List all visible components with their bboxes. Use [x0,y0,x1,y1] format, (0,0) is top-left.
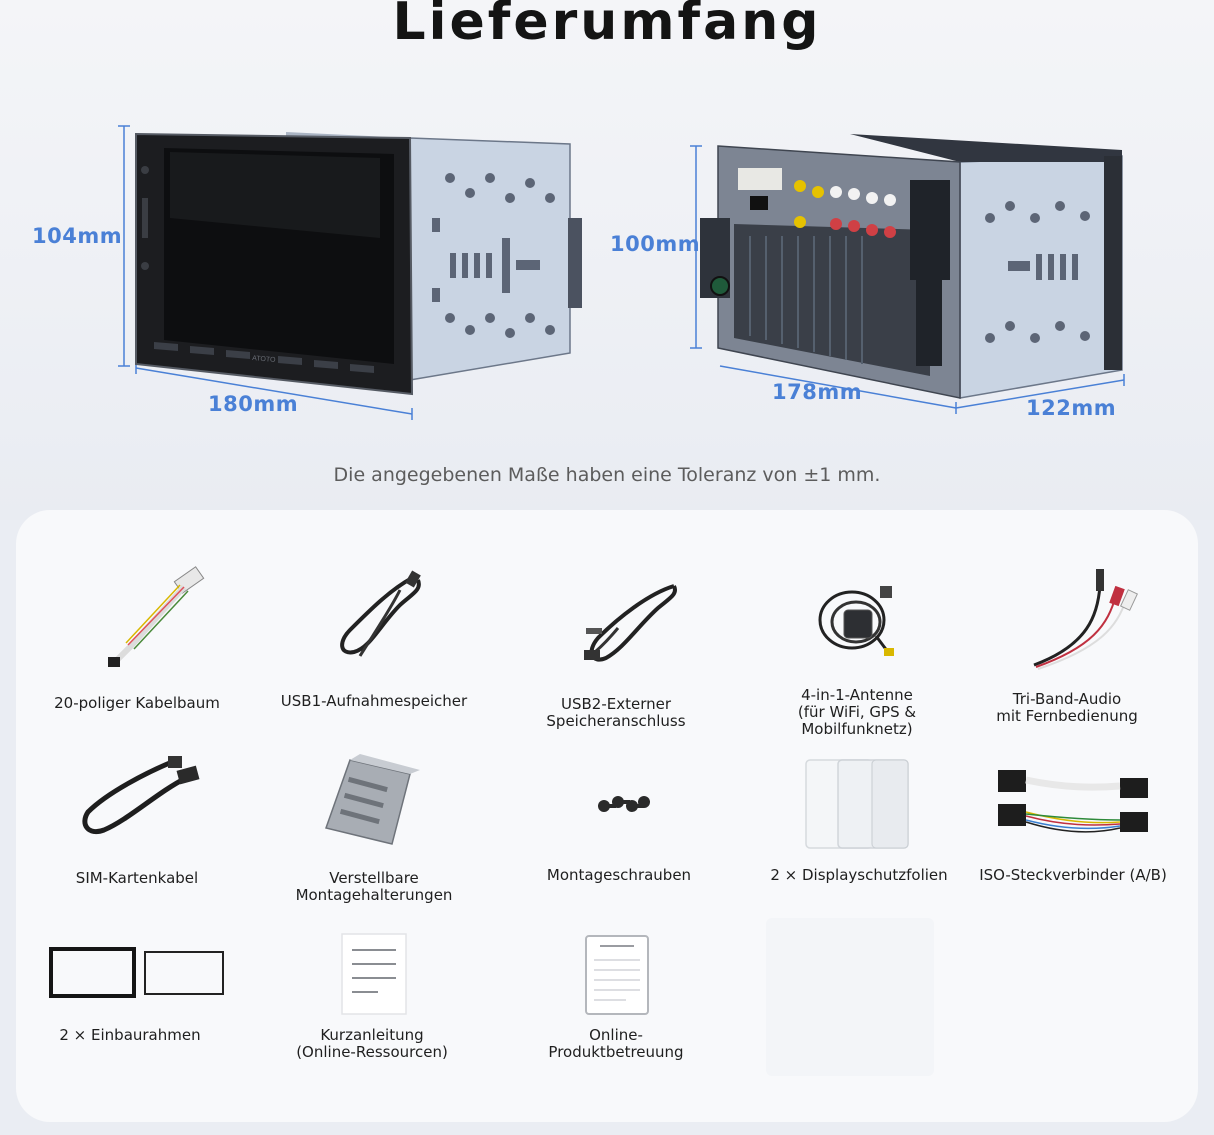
item-label-sim-cable: SIM-Kartenkabel [75,869,199,887]
iso-connector-icon [998,770,1148,833]
screws-icon [598,796,650,812]
stereo-rear-view [690,134,1125,414]
page-title: Lieferumfang [392,0,822,52]
dimension-front-height: 104mm [32,224,123,248]
mounting-bracket-icon [325,754,420,845]
item-label-frames: 2 × Einbaurahmen [59,1026,201,1044]
item-label-manual: Kurzanleitung(Online-Ressourcen) [296,1026,448,1061]
item-label-screws: Montageschrauben [546,866,692,884]
dimension-front-width: 180mm [208,392,299,416]
empty-slot [766,918,934,1076]
item-label-screen-protector: 2 × Displayschutzfolien [770,866,948,884]
brand-label: ATOTO [252,355,276,364]
item-label-support: Online-Produktbetreuung [548,1026,684,1061]
dimension-rear-width: 178mm [772,380,863,404]
item-label-wiring-harness: 20-poliger Kabelbaum [54,694,220,712]
usb-cable-icon [340,570,421,657]
antenna-icon [818,586,894,656]
item-label-usb1: USB1-Aufnahmespeicher [280,692,468,710]
rca-audio-cable-icon [1033,569,1138,670]
dimension-rear-depth: 122mm [1026,396,1117,420]
item-label-iso-connector: ISO-Steckverbinder (A/B) [979,866,1167,884]
manual-icon [341,933,407,1015]
sim-cable-icon [82,756,200,834]
item-label-antenna: 4-in-1-Antenne(für WiFi, GPS &Mobilfunkn… [797,686,917,738]
screen-protector-icon [805,759,909,849]
support-doc-icon [585,935,649,1015]
frame-icon [49,947,224,998]
wiring-harness-icon [108,566,205,667]
stereo-front-view: ATOTO [118,125,582,420]
tolerance-note: Die angegebenen Maße haben eine Toleranz… [333,464,881,486]
usb-cable-icon [584,584,677,662]
dimension-rear-height: 100mm [610,232,701,256]
